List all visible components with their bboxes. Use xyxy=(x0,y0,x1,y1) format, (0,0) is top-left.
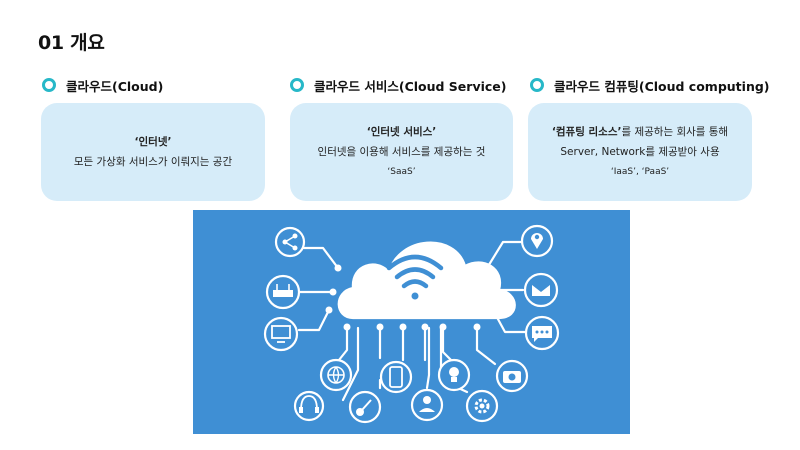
card-cloud-computing: ‘컴퓨팅 리소스’를 제공하는 회사를 통해 Server, Network를 … xyxy=(528,103,752,201)
section-cloud-service-heading: 클라우드 서비스(Cloud Service) xyxy=(290,76,507,94)
globe-icon xyxy=(319,358,353,392)
mail-icon xyxy=(523,272,559,308)
section-cloud-computing-heading: 클라우드 컴퓨팅(Cloud computing) xyxy=(530,76,770,94)
section-cloud-service-title: 클라우드 서비스(Cloud Service) xyxy=(314,78,507,94)
card-cloud-computing-line1: ‘컴퓨팅 리소스’를 제공하는 회사를 통해 xyxy=(552,122,728,142)
cloud-network-svg xyxy=(263,224,560,424)
section-cloud-heading: 클라우드(Cloud) xyxy=(42,76,163,94)
wifi-icon xyxy=(386,254,444,300)
bullet-icon xyxy=(290,78,304,92)
section-cloud-computing-title: 클라우드 컴퓨팅(Cloud computing) xyxy=(554,78,770,94)
card-cloud-computing-note: ‘IaaS’, ‘PaaS’ xyxy=(610,167,670,177)
cloud-shape xyxy=(337,241,516,320)
card-cloud-service: ‘인터넷 서비스’ 인터넷을 이용해 서비스를 제공하는 것 ‘SaaS’ xyxy=(290,103,513,201)
card-cloud-highlight: ‘인터넷’ xyxy=(134,136,172,148)
card-cloud-computing-line2: Server, Network를 제공받아 사용 xyxy=(560,146,720,158)
guitar-icon xyxy=(348,390,382,424)
headphones-icon xyxy=(293,390,325,422)
card-cloud-service-description: 인터넷을 이용해 서비스를 제공하는 것 xyxy=(317,146,486,158)
router-icon xyxy=(265,274,301,310)
card-cloud-service-highlight: ‘인터넷 서비스’ xyxy=(366,126,437,138)
smartphone-icon xyxy=(379,360,413,394)
cloud-network-illustration xyxy=(193,210,630,434)
card-cloud-description: 모든 가상화 서비스가 이뤄지는 공간 xyxy=(73,156,233,168)
bullet-icon xyxy=(530,78,544,92)
chat-icon xyxy=(524,315,560,351)
lightbulb-icon xyxy=(437,358,471,392)
card-cloud-service-note: ‘SaaS’ xyxy=(387,167,416,177)
user-icon xyxy=(410,388,444,422)
monitor-icon xyxy=(263,316,299,352)
location-pin-icon xyxy=(520,224,554,258)
share-icon xyxy=(274,226,306,258)
camera-icon xyxy=(495,359,529,393)
connection-dots xyxy=(325,264,497,331)
bullet-icon xyxy=(42,78,56,92)
page-title: 01 개요 xyxy=(38,32,105,54)
section-cloud-title: 클라우드(Cloud) xyxy=(66,78,164,94)
gear-icon xyxy=(465,389,499,423)
card-cloud: ‘인터넷’ 모든 가상화 서비스가 이뤄지는 공간 xyxy=(41,103,265,201)
card-cloud-computing-line1-suffix: 를 제공하는 회사를 통해 xyxy=(621,126,729,138)
card-cloud-computing-highlight: ‘컴퓨팅 리소스’ xyxy=(551,126,622,138)
